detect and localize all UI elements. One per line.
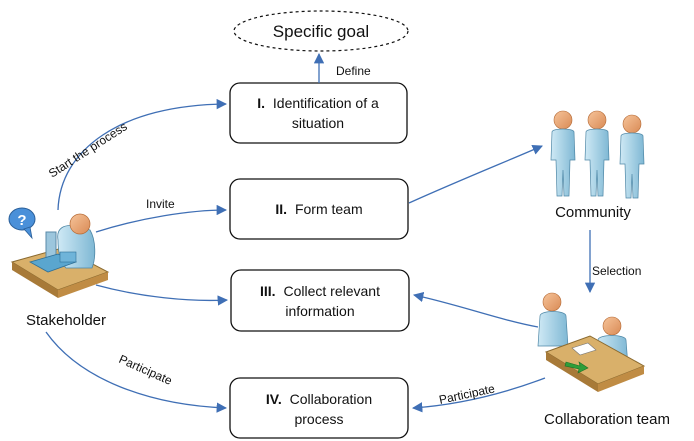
community-label: Community — [555, 204, 631, 221]
step-box-3: III. Collect relevant information — [230, 269, 410, 332]
step-3-line1: Collect relevant — [283, 283, 380, 299]
label-participate-right: Participate — [438, 381, 497, 407]
collaboration-team-label: Collaboration team — [544, 411, 670, 428]
step-box-4: IV. Collaboration process — [229, 377, 409, 439]
step-1-number: I. — [257, 95, 265, 111]
arrow-participate-left — [45, 331, 228, 413]
step-3-line2: information — [285, 303, 354, 319]
step-2-number: II. — [275, 201, 287, 217]
arrow-start — [57, 98, 228, 211]
step-3-number: III. — [260, 283, 276, 299]
step-4-number: IV. — [266, 391, 282, 407]
svg-text:I. Identification of a: I. Identification of a — [257, 95, 379, 111]
step-2-line1: Form team — [295, 201, 363, 217]
person-icon — [550, 110, 576, 197]
step-4-line1: Collaboration — [290, 391, 373, 407]
three-people-icon — [550, 110, 645, 199]
specific-goal-label: Specific goal — [273, 22, 369, 41]
step-box-2: II. Form team — [229, 178, 409, 240]
stakeholder-label: Stakeholder — [26, 312, 106, 329]
label-invite: Invite — [146, 197, 175, 211]
step-4-line2: process — [294, 411, 343, 427]
label-start: Start the process — [46, 119, 130, 180]
svg-text:IV. Collaboration: IV. Collaboration — [266, 391, 372, 407]
label-participate-left: Participate — [117, 352, 175, 388]
arrow-to-community — [408, 144, 543, 204]
question-mark-icon: ? — [17, 212, 26, 229]
specific-goal-node: Specific goal — [233, 10, 409, 52]
label-define: Define — [336, 64, 371, 78]
arrow-participate-right — [411, 377, 546, 413]
step-1-line1: Identification of a — [273, 95, 379, 111]
two-people-at-table-icon — [537, 292, 646, 392]
svg-text:II. Form team: II. Form team — [275, 201, 362, 217]
step-box-1: I. Identification of a situation — [229, 82, 408, 144]
label-selection: Selection — [592, 264, 641, 278]
person-icon — [584, 110, 610, 197]
arrow-invite — [95, 204, 228, 233]
arrow-collect-team — [412, 291, 539, 328]
person-at-desk-with-question-icon: ? — [8, 207, 110, 298]
person-icon — [619, 114, 645, 199]
svg-text:III. Collect relevant: III. Collect relevant — [260, 283, 380, 299]
arrow-collect-stakeholder — [95, 284, 229, 306]
arrows — [45, 52, 596, 413]
green-arrow-icon — [564, 361, 589, 374]
step-1-line2: situation — [292, 115, 344, 131]
